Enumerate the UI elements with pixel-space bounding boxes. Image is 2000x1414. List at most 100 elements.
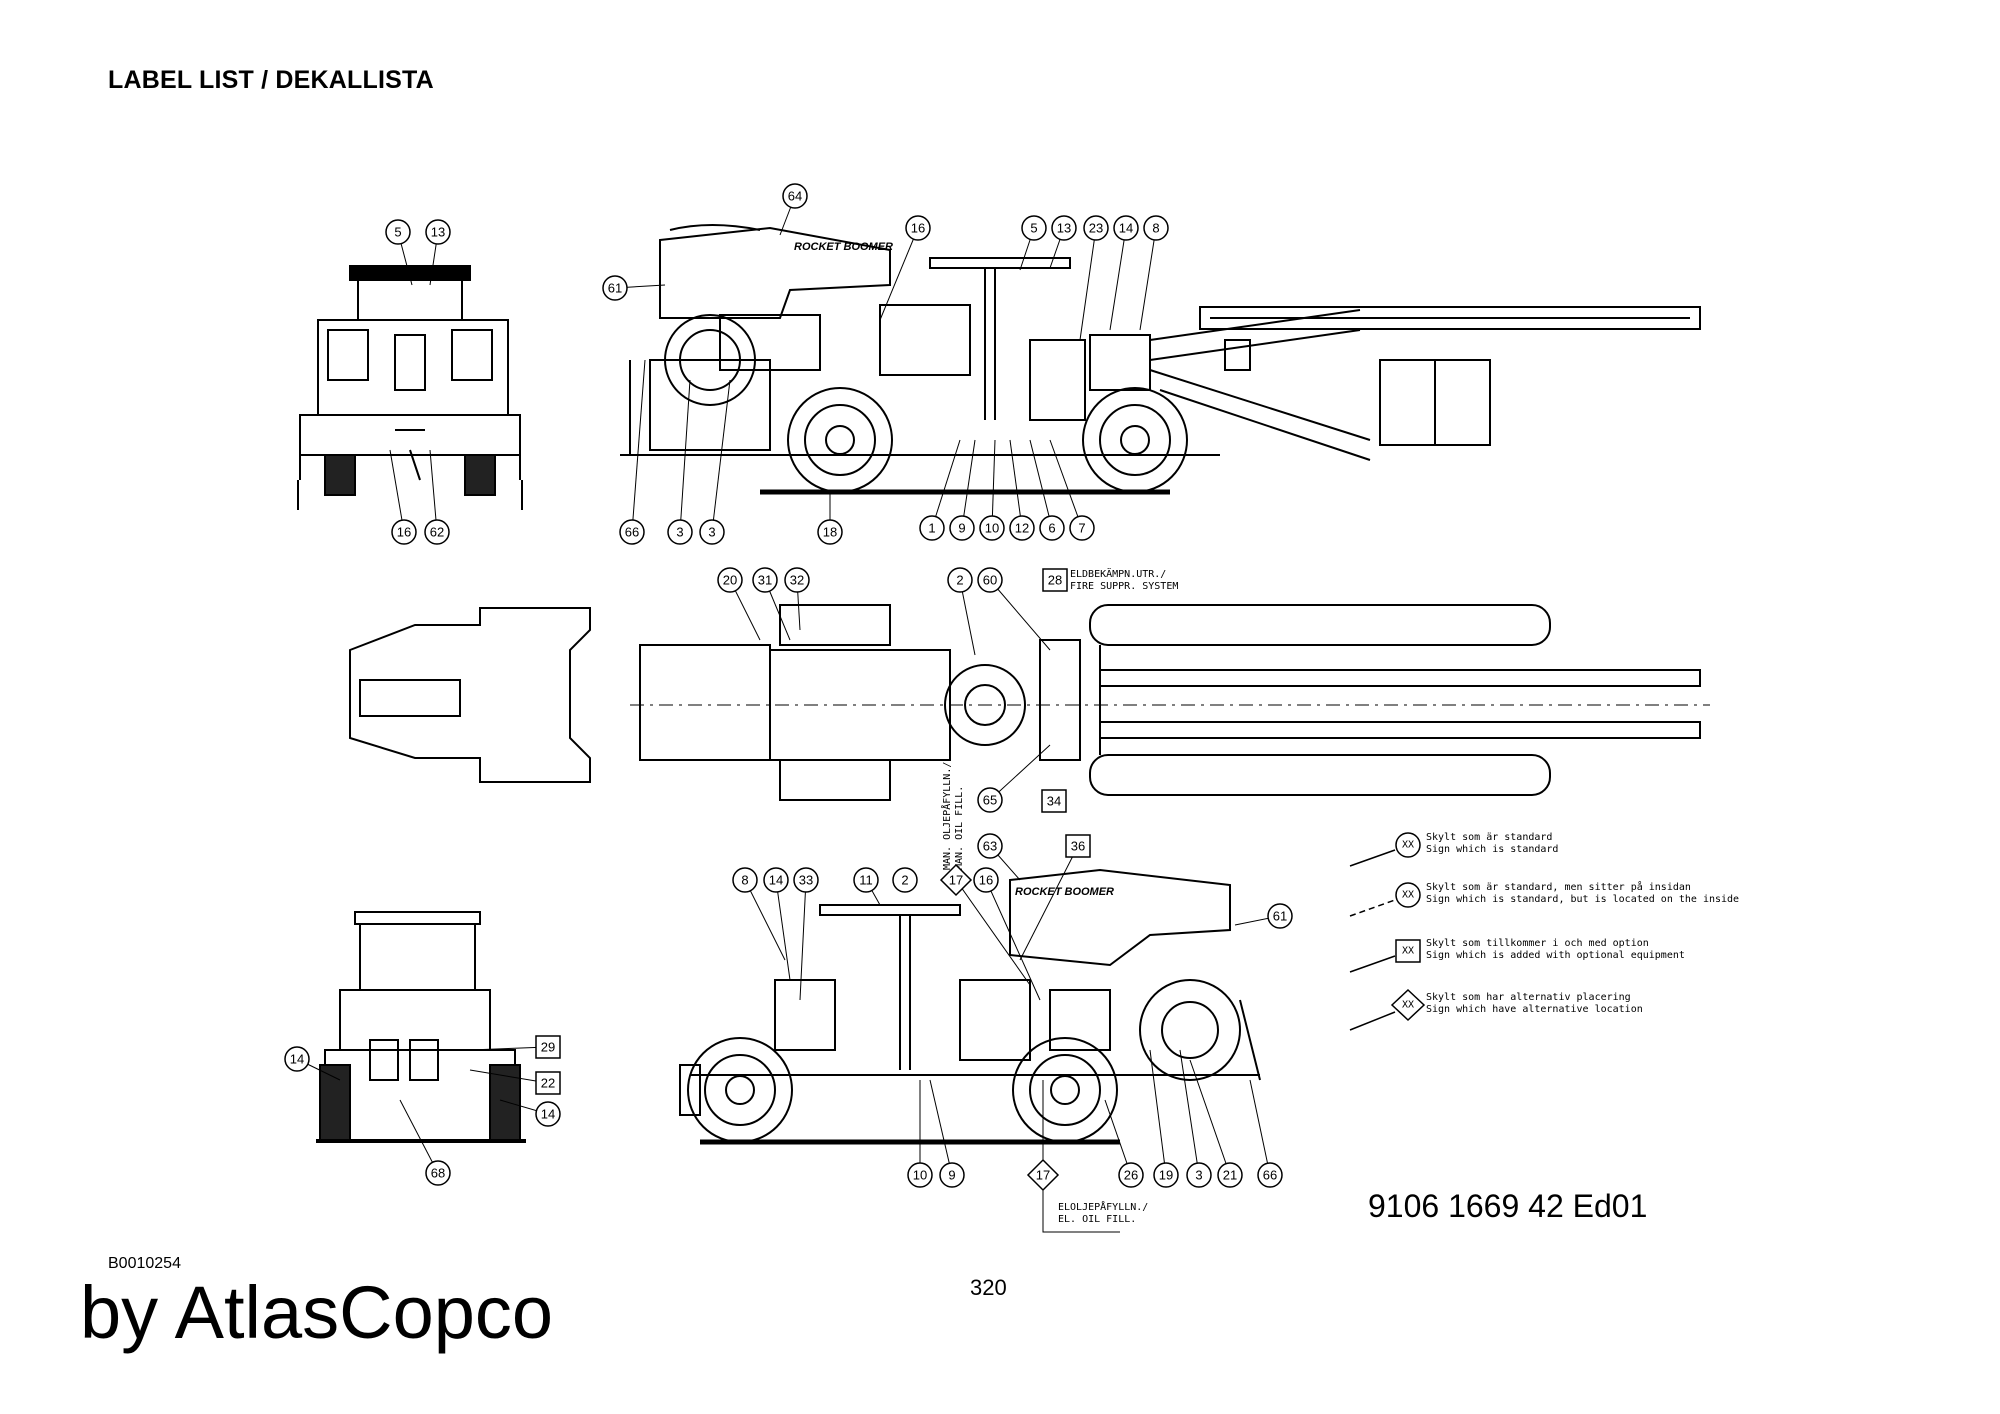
callout-number: 5: [394, 225, 401, 240]
callout-leader-line: [989, 744, 1051, 801]
el-oil-fill-note-line1: ELOLJEPÅFYLLN./: [1058, 1200, 1148, 1213]
callout-number: 8: [1152, 221, 1159, 236]
callout-circle: [905, 215, 931, 241]
callout-number: 63: [983, 839, 997, 854]
callout-leader-line: [1049, 439, 1083, 529]
label-callout-16: 16: [879, 215, 931, 321]
legend-standard-en: Sign which is standard: [1426, 844, 1558, 855]
callout-circle: [602, 275, 628, 301]
callout-circle: [1051, 215, 1077, 241]
callout-number: 61: [608, 281, 622, 296]
callout-circle: [424, 519, 450, 545]
label-callout-61: 61: [602, 275, 666, 301]
callout-circle: [1217, 1162, 1243, 1188]
callout-number: 23: [1089, 221, 1103, 236]
callout-diamond: [1026, 1158, 1060, 1192]
callout-number: 10: [913, 1168, 927, 1183]
callout-leader-line: [1109, 227, 1127, 331]
callout-number: 11: [859, 873, 873, 888]
callout-leader-line: [389, 449, 405, 533]
legend-inside-en: Sign which is standard, but is located o…: [1426, 894, 1739, 905]
svg-text:XX: XX: [1402, 1000, 1414, 1011]
callout-circle: [1267, 903, 1293, 929]
callout-number: 18: [823, 525, 837, 540]
callout-leader-line: [799, 879, 807, 1001]
callout-square: [1065, 834, 1091, 858]
rocket-boomer-text-top: ROCKET BOOMER: [794, 241, 893, 253]
callout-square: [1042, 568, 1068, 592]
callout-circle: [391, 519, 417, 545]
label-callout-7: 7: [1049, 439, 1095, 541]
callout-leader-line: [469, 1069, 549, 1084]
machine-texts: ROCKET BOOMER ROCKET BOOMER: [794, 241, 1114, 898]
callout-number: 21: [1223, 1168, 1237, 1183]
callout-square: [535, 1035, 561, 1059]
callout-leader-line: [1019, 845, 1079, 961]
label-callout-14: 14: [499, 1099, 561, 1127]
label-callout-10: 10: [979, 439, 1005, 541]
document-number: 9106 1669 42 Ed01: [1368, 1188, 1648, 1224]
callout-leader-line: [1079, 227, 1097, 341]
label-callout-11: 11: [853, 867, 881, 906]
callout-number: 16: [911, 221, 925, 236]
label-callout-6: 6: [1029, 439, 1065, 541]
callout-circle: [667, 519, 693, 545]
callout-circle: [939, 1162, 965, 1188]
callout-number: 13: [431, 225, 445, 240]
svg-text:XX: XX: [1402, 840, 1414, 851]
callout-circle: [1257, 1162, 1283, 1188]
page-number: 320: [970, 1275, 1007, 1300]
label-callout-31: 31: [752, 567, 791, 641]
label-callout-19: 19: [1149, 1049, 1179, 1188]
label-callout-13: 13: [1049, 215, 1077, 269]
callout-leader-line: [961, 439, 976, 529]
callout-number: 28: [1048, 573, 1062, 588]
callout-leader-line: [429, 449, 438, 533]
callout-circle: [1083, 215, 1109, 241]
callout-diamond: [939, 863, 973, 897]
callout-circle: [699, 519, 725, 545]
callout-circle: [919, 515, 945, 541]
fire-suppression-note-line2: FIRE SUPPR. SYSTEM: [1070, 581, 1178, 592]
callout-circle: [717, 567, 743, 593]
man-oil-fill-note-line1: MAN. OLJEPÅFYLLN./: [940, 762, 953, 870]
label-callout-65: 65: [977, 744, 1051, 813]
callout-number: 16: [397, 525, 411, 540]
callout-circle: [973, 867, 999, 893]
callout-circle: [947, 567, 973, 593]
label-callout-26: 26: [1104, 1099, 1144, 1188]
legend-standard-sv: Skylt som är standard: [1426, 832, 1552, 843]
brand-logo-text: by AtlasCopco: [80, 1271, 554, 1354]
label-callout-14: 14: [1109, 215, 1139, 331]
callout-circle: [907, 1162, 933, 1188]
callout-number: 34: [1047, 794, 1061, 809]
label-callout-62: 62: [424, 449, 450, 545]
callout-number: 66: [1263, 1168, 1277, 1183]
label-callout-17: 17: [939, 863, 1031, 986]
callout-number: 9: [948, 1168, 955, 1183]
callout-circle: [535, 1101, 561, 1127]
label-callout-14: 14: [284, 1046, 341, 1081]
callout-number: 1: [928, 521, 935, 536]
label-callout-61: 61: [1234, 903, 1293, 929]
callout-circle: [977, 833, 1003, 859]
label-callout-3: 3: [1179, 1049, 1212, 1188]
label-callout-68: 68: [399, 1099, 451, 1186]
label-callout-8: 8: [732, 867, 786, 961]
callout-number: 68: [431, 1166, 445, 1181]
callout-circle: [979, 515, 1005, 541]
callout-circle: [385, 219, 411, 245]
callout-circle: [949, 515, 975, 541]
label-callout-66: 66: [1249, 1079, 1283, 1188]
callout-circle: [817, 519, 843, 545]
callout-circle: [793, 867, 819, 893]
callout-circle: [1113, 215, 1139, 241]
callout-number: 61: [1273, 909, 1287, 924]
callout-circle: [1009, 515, 1035, 541]
callout-number: 19: [1159, 1168, 1173, 1183]
callout-circle: [1069, 515, 1095, 541]
callout-number: 5: [1030, 221, 1037, 236]
label-callout-60: 60: [977, 567, 1051, 651]
label-callout-2: 2: [892, 867, 918, 893]
